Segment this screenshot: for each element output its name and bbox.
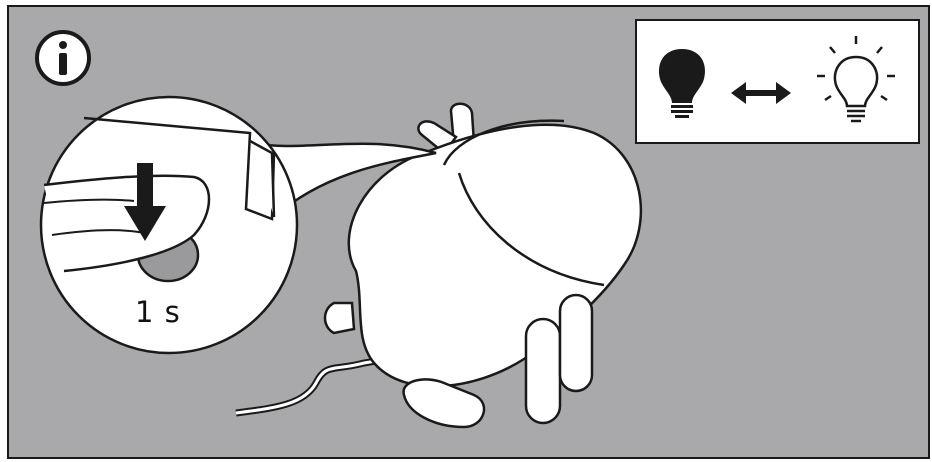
double-arrow-icon <box>731 82 791 104</box>
bulb-off-icon <box>658 49 706 118</box>
magnifier-detail <box>39 95 299 355</box>
press-down-arrow-icon <box>124 163 166 241</box>
info-circle-icon <box>35 30 91 86</box>
instruction-illustration: 1 s <box>4 3 930 459</box>
bulb-on-icon <box>817 36 895 123</box>
press-duration-label: 1 s <box>135 295 181 329</box>
callout-connector <box>250 141 437 220</box>
light-toggle-legend <box>635 19 920 144</box>
lamp-scene <box>7 5 930 459</box>
